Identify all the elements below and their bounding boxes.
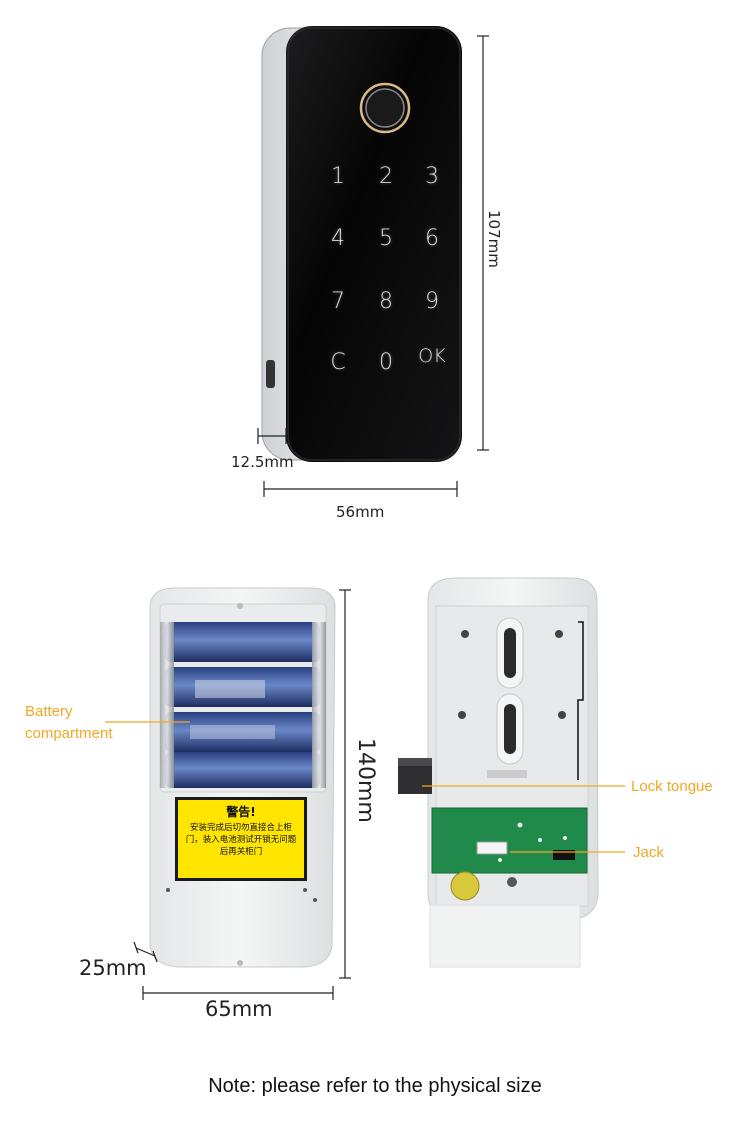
key-0[interactable]: 0 (379, 349, 393, 375)
pcb-board (431, 807, 588, 874)
dimension-width-front (263, 481, 458, 497)
warning-label: 警告! 安装完成后切勿直接合上柜门，装入电池测试开锁无问题后再关柜门 (175, 797, 307, 881)
callout-lock-tongue: Lock tongue (631, 778, 713, 795)
fingerprint-sensor-icon (359, 82, 411, 134)
dimension-thickness-front (257, 428, 287, 444)
label-height-front: 107mm (485, 210, 503, 268)
battery-stack (160, 622, 326, 788)
key-7[interactable]: 7 (331, 288, 345, 314)
key-9[interactable]: 9 (425, 288, 439, 314)
key-3[interactable]: 3 (425, 163, 439, 189)
key-8[interactable]: 8 (379, 288, 393, 314)
key-c[interactable]: C (330, 349, 346, 375)
label-thickness-front: 12.5mm (231, 453, 294, 471)
keypad-front-panel (286, 26, 462, 462)
key-1[interactable]: 1 (331, 163, 345, 189)
dimension-thickness-back (133, 941, 158, 963)
dimension-width-back (142, 986, 334, 1000)
label-height-back: 140mm (353, 738, 378, 823)
key-5[interactable]: 5 (379, 225, 393, 251)
key-4[interactable]: 4 (331, 225, 345, 251)
label-width-front: 56mm (336, 503, 385, 521)
dimension-height-front (477, 35, 489, 451)
dimension-height-back (339, 589, 351, 979)
buzzer (450, 871, 480, 901)
key-ok[interactable]: OK (418, 345, 446, 367)
label-thickness-back: 25mm (79, 956, 147, 980)
jack-connector (476, 841, 508, 855)
warning-title: 警告! (226, 805, 256, 819)
label-width-back: 65mm (205, 997, 273, 1021)
key-6[interactable]: 6 (425, 225, 439, 251)
warning-body: 安装完成后切勿直接合上柜门，装入电池测试开锁无问题后再关柜门 (185, 823, 297, 857)
callout-jack: Jack (633, 844, 664, 861)
size-note: Note: please refer to the physical size (208, 1075, 542, 1097)
callout-battery-compartment: Battery compartment (25, 703, 113, 742)
usb-port (266, 360, 275, 388)
key-2[interactable]: 2 (379, 163, 393, 189)
